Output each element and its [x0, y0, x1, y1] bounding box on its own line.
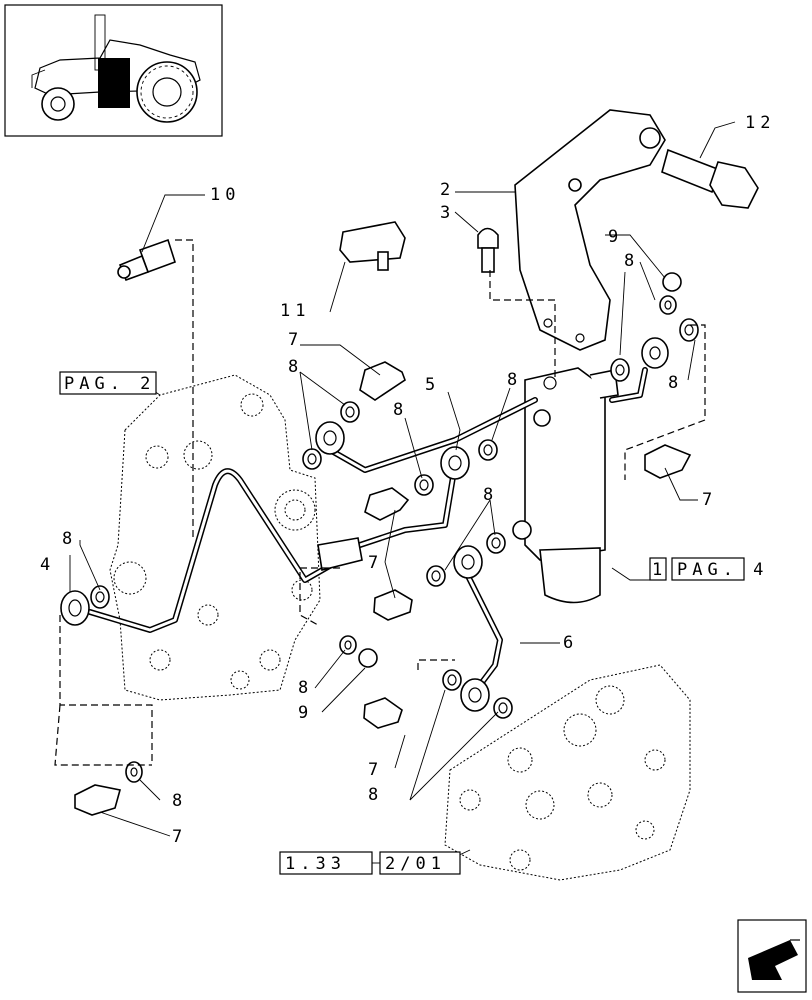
callout-8-a: 8	[288, 357, 303, 377]
callout-8-g: 8	[172, 791, 187, 811]
ref-pag-4-prefix: 1	[652, 560, 667, 580]
callout-8-right: 8	[668, 373, 683, 393]
callout-12: 12	[745, 113, 775, 133]
sensor-10	[117, 238, 176, 282]
callout-7-d: 7	[172, 827, 187, 847]
tractor-icon	[31, 14, 201, 123]
callout-5: 5	[425, 375, 440, 395]
callout-8-e: 8	[298, 678, 313, 698]
callout-7-c: 7	[368, 760, 383, 780]
callout-7-right: 7	[702, 490, 717, 510]
ref-1-33[interactable]: 1.33 2/01	[279, 851, 461, 875]
pipes	[87, 367, 648, 688]
callout-10: 10	[210, 185, 240, 205]
callout-9-bottom: 9	[298, 703, 313, 723]
bracket	[514, 109, 666, 351]
callout-8-f: 8	[368, 785, 383, 805]
callout-7-b: 7	[368, 553, 383, 573]
ref-pag-4-text: PAG. 4	[677, 560, 768, 580]
callout-3: 3	[440, 203, 455, 223]
callout-8-d: 8	[483, 485, 498, 505]
banjo-fittings	[60, 337, 669, 712]
pump-body	[109, 374, 321, 701]
bolt-3	[477, 227, 499, 273]
callout-8-top: 8	[624, 251, 639, 271]
ref-pag-2-text: PAG. 2	[64, 374, 155, 394]
callouts: 10 11 2 3 12 9 8 7 8 5 8 8 8 7 8 7 8 4 6…	[40, 113, 775, 847]
ref-pag-4[interactable]: 1 PAG. 4	[649, 557, 768, 581]
bolt-12	[661, 148, 759, 209]
ref-pag-2[interactable]: PAG. 2	[59, 371, 157, 395]
callout-7-a: 7	[288, 330, 303, 350]
callout-8-b: 8	[507, 370, 522, 390]
dashed-leaders	[54, 239, 706, 766]
callout-2: 2	[440, 180, 455, 200]
callout-9-top: 9	[608, 227, 623, 247]
ref-1-33-text: 1.33	[285, 854, 346, 874]
callout-11: 11	[280, 301, 310, 321]
valve-block	[444, 664, 691, 881]
callout-4: 4	[40, 555, 55, 575]
callout-6: 6	[563, 633, 578, 653]
clamp-11	[339, 221, 406, 271]
callout-8-c: 8	[393, 400, 408, 420]
valve-cylinder	[512, 367, 619, 604]
callout-8-left: 8	[62, 529, 77, 549]
ref-2-01-text: 2/01	[385, 854, 446, 874]
nav-arrow-button[interactable]	[737, 919, 807, 993]
bolts	[74, 272, 692, 816]
tractor-thumbnail	[4, 4, 223, 137]
arrow-back-icon	[748, 939, 800, 980]
